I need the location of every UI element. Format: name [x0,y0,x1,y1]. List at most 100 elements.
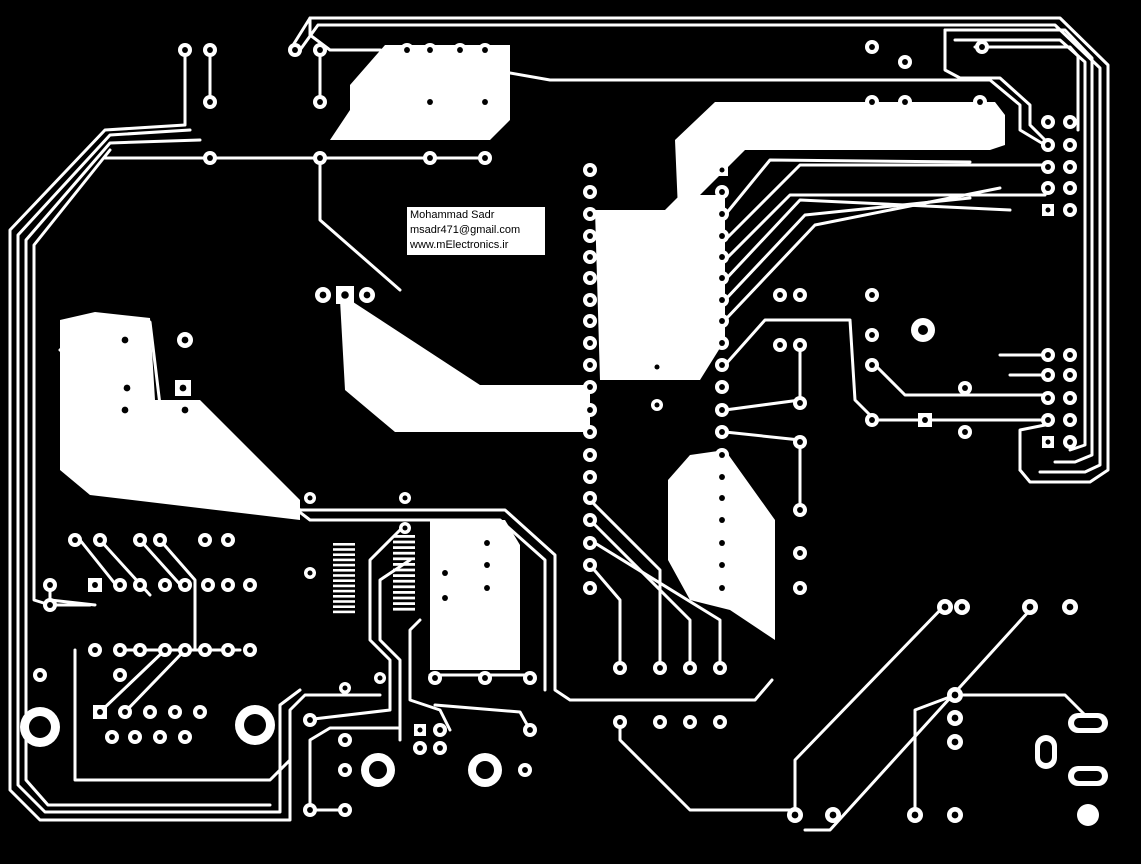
smd-pad [333,543,355,546]
pad-hole [317,47,323,53]
pad-hole [417,745,423,751]
pad-hole [587,167,593,173]
pad-hole [587,318,593,324]
pad-hole [587,517,593,523]
pad-hole [587,407,593,413]
pad-hole [719,167,725,173]
pad-hole [719,540,725,546]
smd-pad [333,595,355,598]
pad-hole [587,384,593,390]
pad-hole [162,582,168,588]
pad-hole [717,719,723,725]
smd-pad [333,558,355,562]
pad-hole [1067,207,1073,213]
pad-hole [869,332,875,338]
pad-hole [341,291,349,299]
pad-hole [951,691,959,699]
credit-label: Mohammad Sadr msadr471@gmail.com www.mEl… [407,207,545,255]
pad-hole [225,647,231,653]
pad-hole [941,603,949,611]
pad-hole [587,474,593,480]
pad-hole [777,292,783,298]
pad-hole [587,452,593,458]
pad-hole [1067,185,1073,191]
pad-hole [342,737,348,743]
pad-hole [437,727,443,733]
pad-hole [1067,372,1073,378]
pad-hole [317,99,323,105]
pad-hole [687,665,693,671]
pad-hole [123,384,131,392]
pad-hole [962,385,968,391]
smd-pad [393,540,415,544]
pad-hole [427,155,433,161]
pad-hole [1067,164,1073,170]
pad-hole [1045,439,1051,445]
pad-hole [902,99,908,105]
smd-pad [393,596,415,600]
pad-hole [402,495,408,501]
pour-lower-center [430,520,520,670]
pad-hole [307,717,313,723]
pad-hole [797,507,803,513]
pad-hole [92,582,98,588]
pad-hole [1067,119,1073,125]
pour-upper-right [675,102,1005,210]
pad-hole [307,570,313,576]
pad-hole [719,474,725,480]
pad-hole [122,709,128,715]
pad-hole [522,767,528,773]
pad-hole [797,439,803,445]
smd-pad [393,535,415,538]
pad-hole [437,745,443,751]
mounting-holes [20,318,1099,826]
pad-hole [719,429,725,435]
credit-website: www.mElectronics.ir [410,239,509,251]
smd-pad [393,568,415,572]
pad-hole [1045,372,1051,378]
pad-hole [182,734,188,740]
pad-hole [342,807,348,813]
pad-hole [417,727,423,733]
pad-hole [719,211,725,217]
pad-hole [179,384,187,392]
pad-hole [157,734,163,740]
pad-hole [482,99,488,105]
pad-hole [1067,417,1073,423]
smd-pad [393,591,415,594]
pad-hole [869,362,875,368]
pad-hole [484,540,490,546]
pad-hole [317,155,323,161]
pad-hole [1045,185,1051,191]
pad-hole [482,675,488,681]
pad-hole [197,709,203,715]
pad-hole [1045,119,1051,125]
pad-hole [587,562,593,568]
pad-hole [342,767,348,773]
pad-hole [137,537,143,543]
smd-pad [333,569,355,572]
pad-hole [157,537,163,543]
pad-hole [484,585,490,591]
pad-hole [363,291,371,299]
pad-hole [587,275,593,281]
smd-pad [333,548,355,551]
pad-hole [797,342,803,348]
pad-hole [719,318,725,324]
pad-hole [202,647,208,653]
pad-hole [247,647,253,653]
pad-hole [979,44,985,50]
smd-pad [333,589,355,593]
pad-hole [1067,439,1073,445]
pad-hole [977,99,983,105]
pad-hole [202,537,208,543]
pad-hole [654,364,660,370]
pad-hole [137,582,143,588]
pads [33,40,1078,823]
pad-hole [207,47,213,53]
pad-hole [587,429,593,435]
pad-hole [777,342,783,348]
pad-hole [587,254,593,260]
pad-hole [587,495,593,501]
